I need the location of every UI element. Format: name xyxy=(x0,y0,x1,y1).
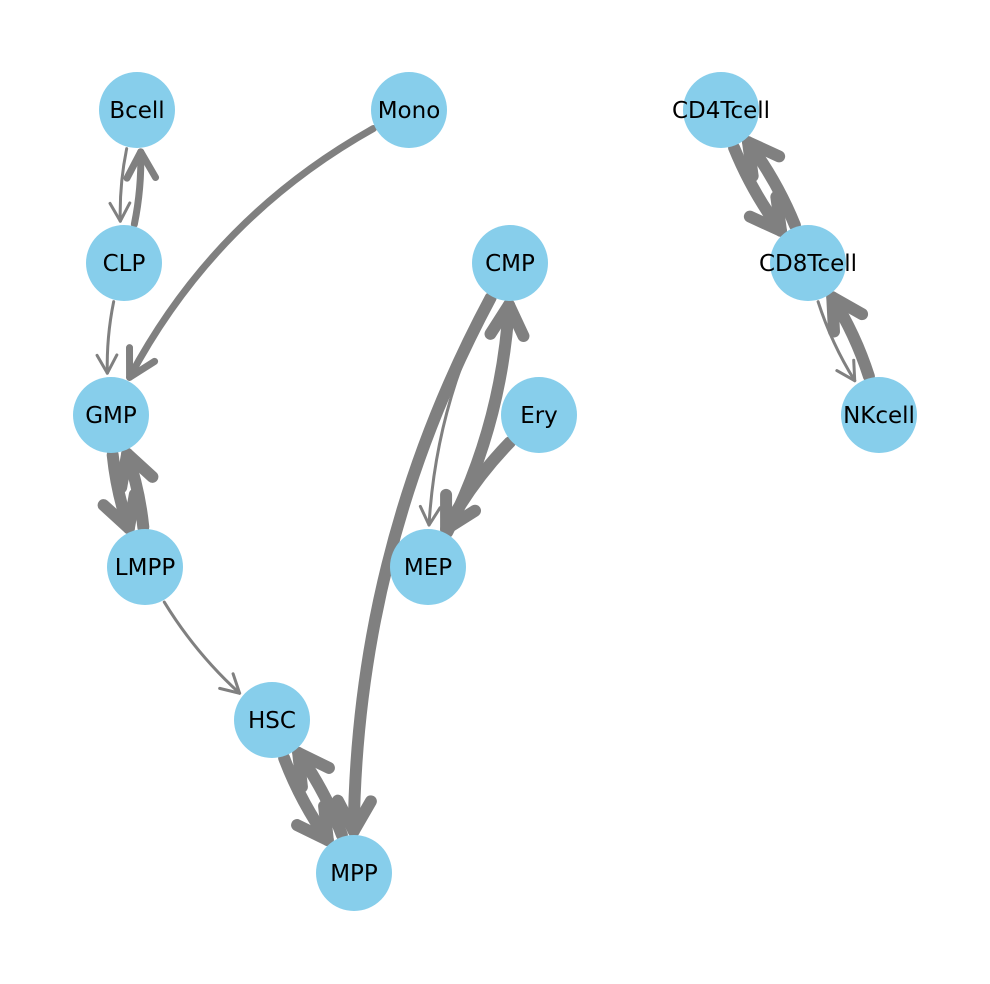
node-hsc: HSC xyxy=(234,682,310,758)
node-label: Mono xyxy=(378,98,441,124)
node-circle xyxy=(841,377,917,453)
node-cmp: CMP xyxy=(472,225,548,301)
node-circle xyxy=(73,377,149,453)
node-ery: Ery xyxy=(501,377,577,453)
edge-cd8tcell-to-nkcell xyxy=(816,300,857,383)
edge-line xyxy=(347,291,497,838)
node-label: Bcell xyxy=(109,98,164,124)
node-circle xyxy=(683,72,759,148)
arrowhead-icon xyxy=(292,746,335,793)
arrowhead-icon xyxy=(742,136,786,183)
edge-cmp-to-mep xyxy=(418,296,493,527)
node-bcell: Bcell xyxy=(99,72,175,148)
node-circle xyxy=(234,682,310,758)
node-circle xyxy=(770,225,846,301)
node-label: CD8Tcell xyxy=(759,251,857,277)
arrowhead-icon xyxy=(126,344,159,381)
arrowhead-icon xyxy=(331,794,377,838)
arrowhead-icon xyxy=(743,190,787,237)
edge-ery-to-mep xyxy=(440,436,516,536)
edge-clp-to-gmp xyxy=(95,300,119,375)
arrowhead-icon xyxy=(826,291,869,338)
node-mono: Mono xyxy=(371,72,447,148)
edge-mpp-to-hsc xyxy=(292,746,348,841)
edge-nkcell-to-cd8tcell xyxy=(826,291,875,383)
node-mpp: MPP xyxy=(316,835,392,911)
arrowhead-icon xyxy=(97,488,141,535)
edge-line xyxy=(816,300,857,383)
edge-clp-to-bcell xyxy=(123,148,160,228)
node-circle xyxy=(99,72,175,148)
node-label: NKcell xyxy=(843,403,915,429)
node-circle xyxy=(501,377,577,453)
arrowhead-icon xyxy=(418,504,442,527)
arrowhead-icon xyxy=(218,672,242,695)
node-cd8tcell: CD8Tcell xyxy=(759,225,857,301)
edge-cd8tcell-to-cd4tcell xyxy=(742,136,801,232)
edge-line xyxy=(126,124,378,381)
edges-layer xyxy=(95,124,875,847)
node-circle xyxy=(107,529,183,605)
node-nkcell: NKcell xyxy=(841,377,917,453)
edge-line xyxy=(441,298,515,538)
edge-bcell-to-clp xyxy=(108,147,132,223)
node-gmp: GMP xyxy=(73,377,149,453)
arrowhead-icon xyxy=(115,447,159,494)
node-circle xyxy=(316,835,392,911)
arrowhead-icon xyxy=(291,800,334,847)
node-label: MEP xyxy=(404,555,452,581)
arrowhead-icon xyxy=(440,488,482,536)
arrowhead-icon xyxy=(95,353,119,375)
edge-cd4tcell-to-cd8tcell xyxy=(728,141,787,237)
node-label: CMP xyxy=(485,251,535,277)
node-cd4tcell: CD4Tcell xyxy=(672,72,770,148)
arrowhead-icon xyxy=(835,358,857,383)
node-label: LMPP xyxy=(115,555,176,581)
edge-line xyxy=(118,147,129,223)
node-label: MPP xyxy=(330,861,378,887)
arrowhead-icon xyxy=(484,298,530,343)
arrowhead-icon xyxy=(123,148,160,182)
edge-lmpp-to-hsc xyxy=(162,600,242,695)
edge-line xyxy=(105,300,116,375)
node-circle xyxy=(86,225,162,301)
arrowhead-icon xyxy=(108,201,132,223)
node-label: CD4Tcell xyxy=(672,98,770,124)
node-circle xyxy=(371,72,447,148)
node-label: GMP xyxy=(85,403,137,429)
edge-cmp-to-mpp xyxy=(331,291,497,838)
node-clp: CLP xyxy=(86,225,162,301)
node-circle xyxy=(390,529,466,605)
node-label: Ery xyxy=(520,403,558,429)
edge-mono-to-gmp xyxy=(126,124,378,381)
node-circle xyxy=(472,225,548,301)
edge-lmpp-to-gmp xyxy=(115,447,159,534)
node-label: CLP xyxy=(103,251,146,277)
edge-line xyxy=(427,296,493,527)
edge-line xyxy=(162,600,242,695)
edge-hsc-to-mpp xyxy=(278,752,334,847)
node-mep: MEP xyxy=(390,529,466,605)
node-label: HSC xyxy=(248,708,296,734)
node-lmpp: LMPP xyxy=(107,529,183,605)
